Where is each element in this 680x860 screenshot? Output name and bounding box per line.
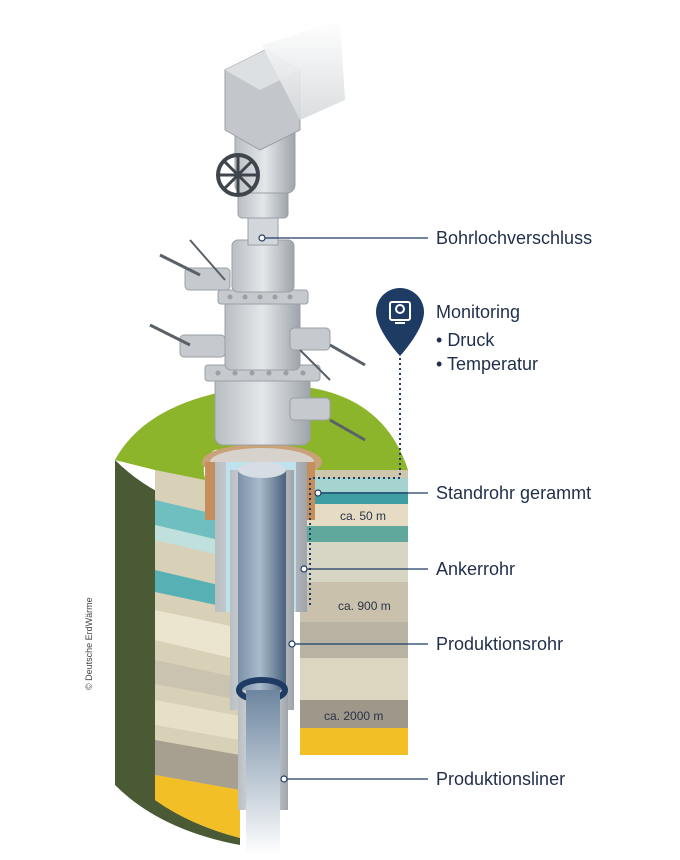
monitoring-item-temperatur: Temperatur bbox=[436, 352, 538, 376]
label-produktionsliner: Produktionsliner bbox=[436, 769, 566, 789]
label-bohrlochverschluss: Bohrlochverschluss bbox=[436, 228, 593, 248]
depth-2000m: ca. 2000 m bbox=[324, 709, 384, 723]
label-monitoring: Monitoring bbox=[436, 302, 521, 322]
copyright-notice: © Deutsche ErdWärme bbox=[84, 597, 94, 690]
produktionsrohr bbox=[238, 470, 286, 730]
monitoring-item-druck: Druck bbox=[436, 328, 538, 352]
monitoring-list: Druck Temperatur bbox=[436, 328, 538, 376]
depth-900m: ca. 900 m bbox=[338, 599, 391, 613]
strata-right bbox=[300, 470, 408, 755]
handwheel-icon bbox=[216, 153, 260, 197]
monitoring-connector bbox=[309, 358, 401, 605]
label-standrohr: Standrohr gerammt bbox=[436, 483, 592, 503]
depth-50m: ca. 50 m bbox=[340, 509, 387, 523]
wellhead-assembly bbox=[149, 20, 366, 446]
map-pin-monitor-icon bbox=[376, 288, 424, 356]
produktionsliner bbox=[246, 690, 280, 855]
leader-lines bbox=[258, 234, 428, 783]
label-produktionsrohr: Produktionsrohr bbox=[436, 634, 564, 654]
label-ankerrohr: Ankerrohr bbox=[436, 559, 516, 579]
